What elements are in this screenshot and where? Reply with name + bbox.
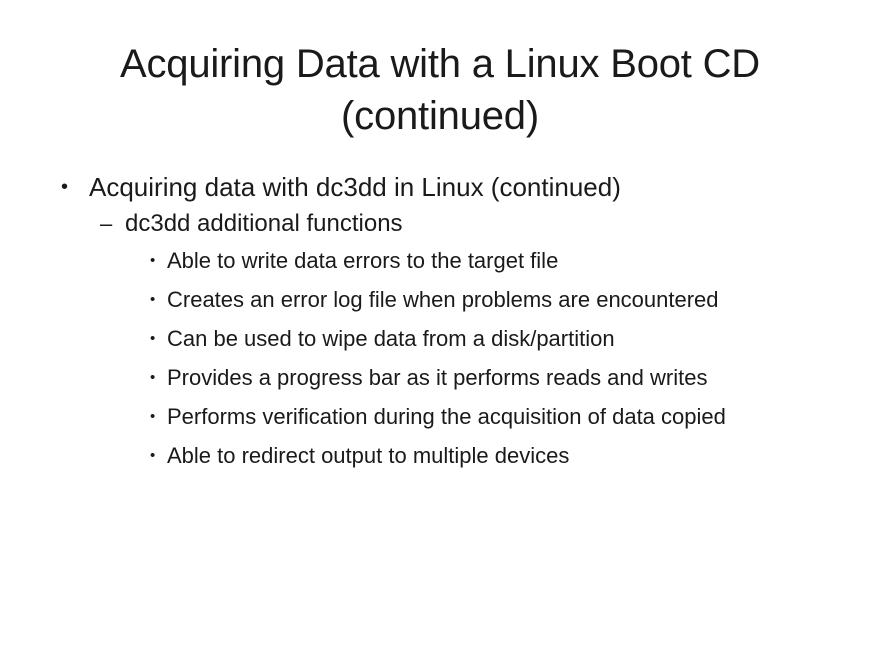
bullet-level1-text: Acquiring data with dc3dd in Linux (cont… — [89, 172, 621, 202]
bullet-level3-text: Able to write data errors to the target … — [167, 248, 559, 273]
bullet-dot-icon: • — [150, 291, 156, 308]
bullet-level3-text: Able to redirect output to multiple devi… — [167, 443, 570, 468]
bullet-dot-icon: • — [150, 369, 156, 386]
bullet-dot-icon: • — [61, 176, 69, 198]
bullet-dot-icon: • — [150, 330, 156, 347]
bullet-level3-item: • Can be used to wipe data from a disk/p… — [150, 323, 846, 354]
bullet-level3-list: • Able to write data errors to the targe… — [150, 245, 846, 471]
slide-title-line-2: (continued) — [341, 94, 539, 138]
bullet-level3-item: • Provides a progress bar as it performs… — [150, 362, 846, 393]
slide-body: • Acquiring data with dc3dd in Linux (co… — [56, 170, 846, 479]
bullet-level1: • Acquiring data with dc3dd in Linux (co… — [56, 170, 846, 204]
slide-title-line-1: Acquiring Data with a Linux Boot CD — [120, 42, 760, 86]
bullet-level3-text: Provides a progress bar as it performs r… — [167, 365, 708, 390]
bullet-dash-icon: – — [100, 211, 113, 236]
slide-title: Acquiring Data with a Linux Boot CD (con… — [40, 38, 840, 142]
bullet-dot-icon: • — [150, 447, 156, 464]
bullet-level2: – dc3dd additional functions — [100, 208, 846, 240]
bullet-level3-text: Creates an error log file when problems … — [167, 287, 719, 312]
bullet-dot-icon: • — [150, 408, 156, 425]
bullet-level2-text: dc3dd additional functions — [125, 210, 403, 237]
bullet-level3-text: Performs verification during the acquisi… — [167, 404, 726, 429]
bullet-level3-item: • Able to redirect output to multiple de… — [150, 440, 846, 471]
bullet-dot-icon: • — [150, 252, 156, 269]
bullet-level3-item: • Creates an error log file when problem… — [150, 284, 846, 315]
bullet-level3-item: • Performs verification during the acqui… — [150, 401, 846, 432]
bullet-level3-text: Can be used to wipe data from a disk/par… — [167, 326, 615, 351]
bullet-level3-item: • Able to write data errors to the targe… — [150, 245, 846, 276]
